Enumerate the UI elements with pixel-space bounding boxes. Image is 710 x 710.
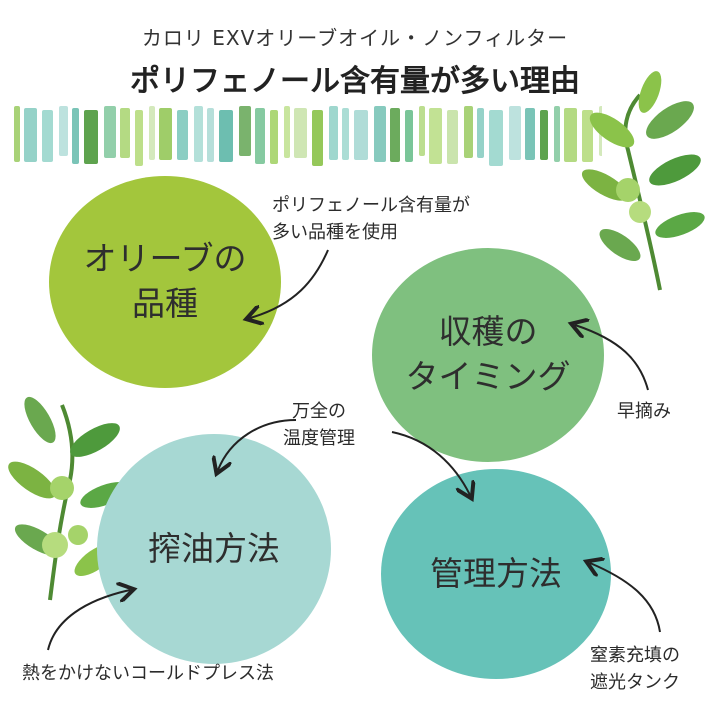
watercolor-stripe-band <box>14 106 602 166</box>
stripe-brush-mark <box>194 106 203 162</box>
stripe-brush-mark <box>284 106 290 158</box>
stripe-brush-mark <box>312 110 323 166</box>
stripe-brush-mark <box>489 110 503 166</box>
page-title: ポリフェノール含有量が多い理由 <box>0 56 710 100</box>
stripe-brush-mark <box>582 110 593 162</box>
stripe-brush-mark <box>255 108 265 164</box>
stripe-brush-mark <box>554 106 560 162</box>
stripe-brush-mark <box>374 106 386 162</box>
stripe-brush-mark <box>159 108 172 160</box>
stripe-brush-mark <box>429 108 442 164</box>
note-early-harvest: 早摘み <box>617 398 671 425</box>
stripe-brush-mark <box>14 106 20 162</box>
stripe-brush-mark <box>477 108 484 158</box>
circle-harvest-timing: 収穫の タイミング <box>372 248 604 462</box>
stripe-brush-mark <box>104 106 116 158</box>
stripe-brush-mark <box>464 106 473 158</box>
stripe-brush-mark <box>120 108 130 158</box>
stripe-brush-mark <box>390 108 400 162</box>
stripe-brush-mark <box>540 110 548 160</box>
stripe-brush-mark <box>599 106 602 156</box>
note-temperature-control: 万全の 温度管理 <box>283 398 355 452</box>
circle-olive-variety: オリーブの 品種 <box>49 176 281 388</box>
stripe-brush-mark <box>294 108 307 158</box>
circle-management-method: 管理方法 <box>381 469 611 679</box>
stripe-brush-mark <box>342 108 349 160</box>
subtitle: カロリ EXVオリーブオイル・ノンフィルター <box>0 22 710 51</box>
stripe-brush-mark <box>177 110 188 160</box>
stripe-brush-mark <box>239 106 251 156</box>
stripe-brush-mark <box>59 106 68 156</box>
circle-extraction-method: 搾油方法 <box>97 434 331 664</box>
stripe-brush-mark <box>564 108 577 162</box>
stripe-brush-mark <box>419 106 425 156</box>
note-nitrogen-tank: 窒素充填の 遮光タンク <box>590 642 680 696</box>
stripe-brush-mark <box>219 110 233 162</box>
stripe-brush-mark <box>405 110 413 162</box>
stripe-brush-mark <box>72 108 79 164</box>
stripe-brush-mark <box>329 106 338 160</box>
stripe-brush-mark <box>509 106 521 160</box>
stripe-brush-mark <box>207 108 214 162</box>
stripe-brush-mark <box>42 110 53 162</box>
stripe-brush-mark <box>270 110 278 164</box>
stripe-brush-mark <box>135 110 143 166</box>
stripe-brush-mark <box>525 108 535 160</box>
note-variety: ポリフェノール含有量が 多い品種を使用 <box>272 192 470 246</box>
stripe-brush-mark <box>447 110 458 164</box>
stripe-brush-mark <box>149 106 155 160</box>
stripe-brush-mark <box>24 108 37 162</box>
olive-branch-top-right <box>577 68 707 290</box>
note-cold-press: 熱をかけないコールドプレス法 <box>22 660 274 687</box>
stripe-brush-mark <box>84 110 98 164</box>
stripe-brush-mark <box>354 110 368 160</box>
